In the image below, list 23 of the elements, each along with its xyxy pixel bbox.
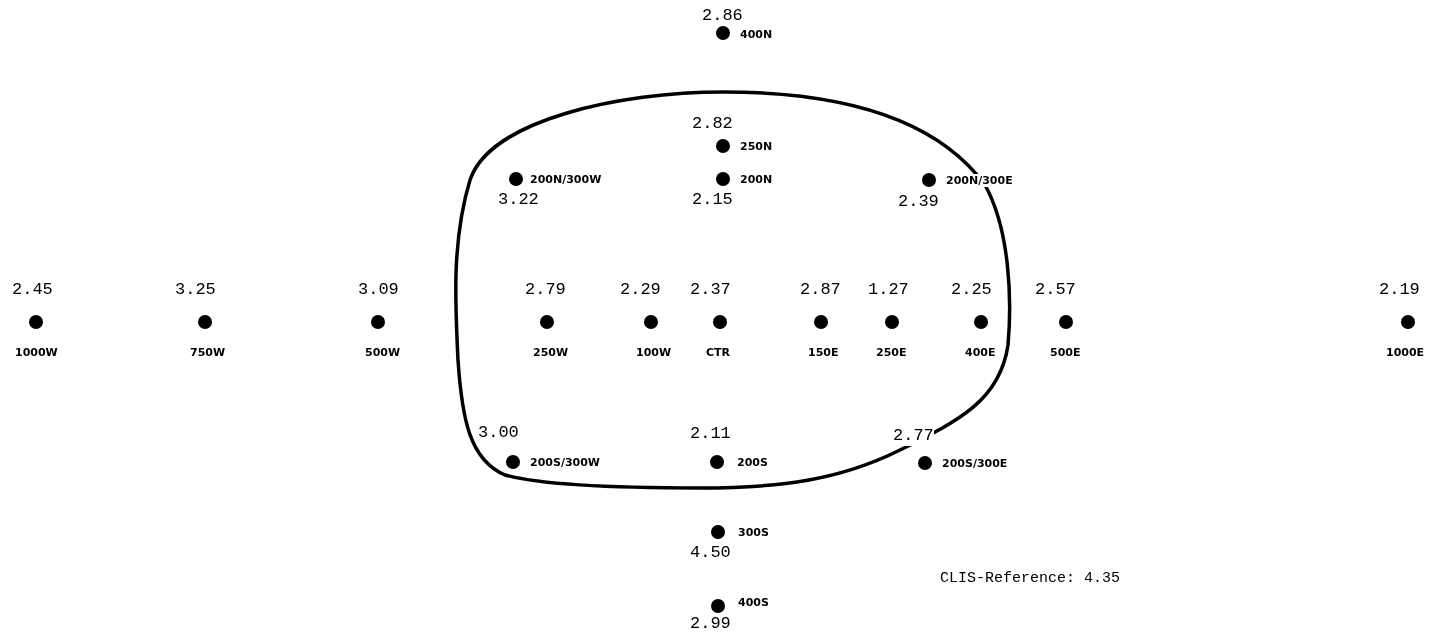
station-label: 250E bbox=[876, 346, 907, 359]
station-label: 200N bbox=[740, 173, 773, 186]
station-label: 200S/300W bbox=[530, 456, 600, 469]
station-label: 200S/300E bbox=[942, 457, 1008, 470]
station-label: 500E bbox=[1050, 346, 1081, 359]
station-label: 150E bbox=[808, 346, 839, 359]
station-label: 400E bbox=[965, 346, 996, 359]
station-label: 250N bbox=[740, 140, 773, 153]
reference-note: CLIS-Reference: 4.35 bbox=[940, 570, 1121, 588]
measurement-value: 2.77 bbox=[893, 426, 934, 446]
station-label: 100W bbox=[636, 346, 672, 359]
station-label: 400S bbox=[738, 596, 769, 609]
station-label: 1000W bbox=[15, 346, 58, 359]
station-label: 1000E bbox=[1386, 346, 1425, 359]
station-label: 400N bbox=[740, 28, 773, 41]
station-label: CTR bbox=[706, 346, 731, 359]
station-label: 200N/300E bbox=[946, 174, 1013, 187]
station-label: 250W bbox=[533, 346, 569, 359]
station-label: 500W bbox=[365, 346, 401, 359]
station-label: 300S bbox=[738, 526, 769, 539]
station-label: 750W bbox=[190, 346, 226, 359]
station-label: 200S bbox=[737, 456, 768, 469]
station-label: 200N/300W bbox=[530, 173, 602, 186]
